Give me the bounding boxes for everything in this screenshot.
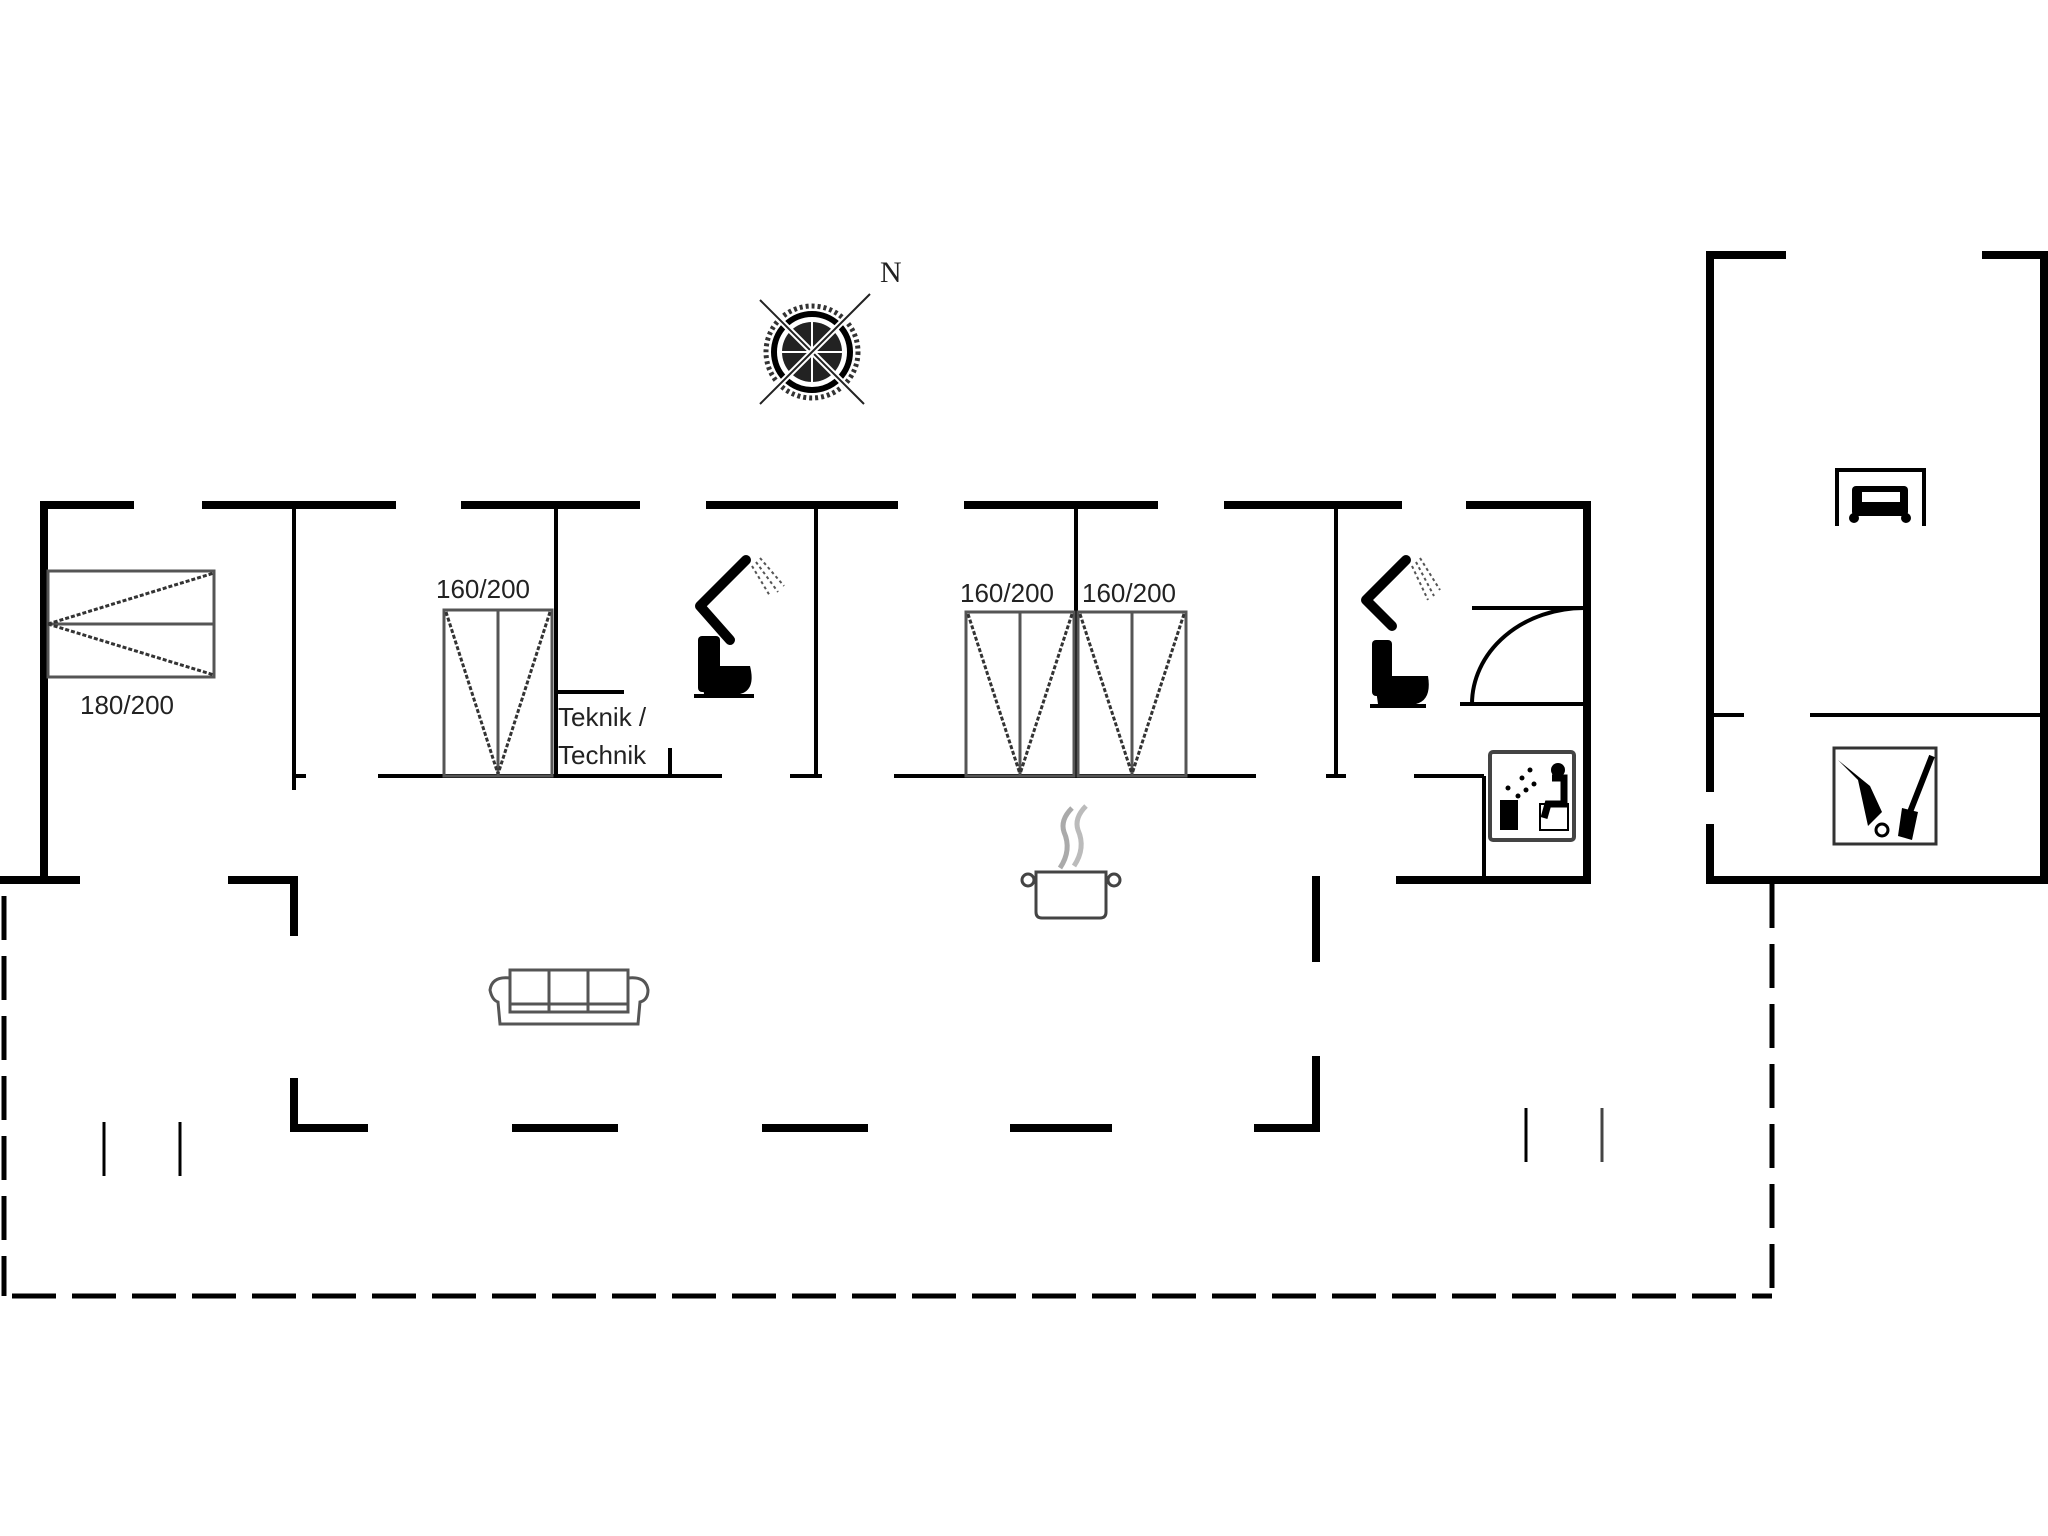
- bed-size-label-2: 160/200: [436, 574, 530, 604]
- toilet-icon-1: [694, 636, 754, 698]
- bed-size-label-1: 180/200: [80, 690, 174, 720]
- terrace-steps: [102, 1108, 1604, 1176]
- compass-north-label: N: [880, 256, 902, 289]
- toilet-icon-2: [1370, 640, 1429, 708]
- sofa-icon: [488, 968, 650, 1026]
- cooking-pot-icon: [1020, 804, 1122, 920]
- shower-door-arc: [1470, 606, 1585, 705]
- shower-icon-2: [1361, 555, 1441, 631]
- vacuum-broom-icon: [1832, 746, 1938, 846]
- exterior-walls: [0, 501, 1591, 1132]
- terrace-outline: [1, 884, 1775, 1299]
- shower-icon-1: [695, 555, 785, 645]
- technik-label-line2: Technik: [558, 740, 647, 770]
- bed-icon-1: [46, 569, 216, 679]
- bed-size-label-3: 160/200: [960, 578, 1054, 608]
- bed-icon-3: [964, 610, 1076, 778]
- bed-icon-4: [1076, 610, 1188, 778]
- sauna-icon: [1488, 750, 1576, 842]
- car-icon: [1835, 468, 1926, 526]
- compass-icon: [757, 291, 873, 407]
- bed-size-label-4: 160/200: [1082, 578, 1176, 608]
- garage-walls: [1706, 251, 2048, 884]
- bed-icon-2: [442, 608, 554, 778]
- technik-label-line1: Teknik /: [558, 702, 647, 732]
